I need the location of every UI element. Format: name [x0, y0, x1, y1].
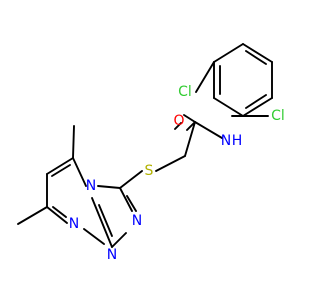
n-carbonyl-bond — [194, 121, 223, 139]
pyrimidine-nitrogen-atom: N — [69, 216, 79, 232]
chlorine-atom-right: Cl — [271, 108, 285, 124]
dichlorophenyl-ring — [213, 43, 273, 117]
molecule-structure-diagram: Cl Cl O N H S N N N N — [17, 43, 285, 263]
carbonyl-o-bond — [183, 114, 196, 123]
triazole-nitrogen-atom-1: N — [132, 213, 142, 229]
chlorine-atom-top: Cl — [178, 84, 192, 100]
triazole-nitrogen-atom-2: N — [107, 247, 117, 263]
amide-hydrogen-atom: H — [232, 133, 243, 149]
cl-top-bond — [195, 61, 215, 93]
carbonyl-ch2-bond — [184, 121, 196, 157]
fused-nitrogen-atom: N — [86, 178, 96, 194]
methyl-bottom-bond — [17, 206, 48, 225]
amide-nitrogen-atom: N — [221, 133, 231, 149]
methyl-top-bond — [72, 125, 75, 159]
structure-svg: Cl Cl O N H S N N N N — [17, 43, 285, 263]
triazole-ring — [91, 185, 137, 248]
pyrimidine-ring — [46, 157, 105, 245]
sulfur-atom: S — [145, 163, 154, 179]
oxygen-atom: O — [173, 113, 184, 129]
s-triazole-bond — [119, 170, 143, 189]
ch2-s-bond — [155, 155, 186, 172]
